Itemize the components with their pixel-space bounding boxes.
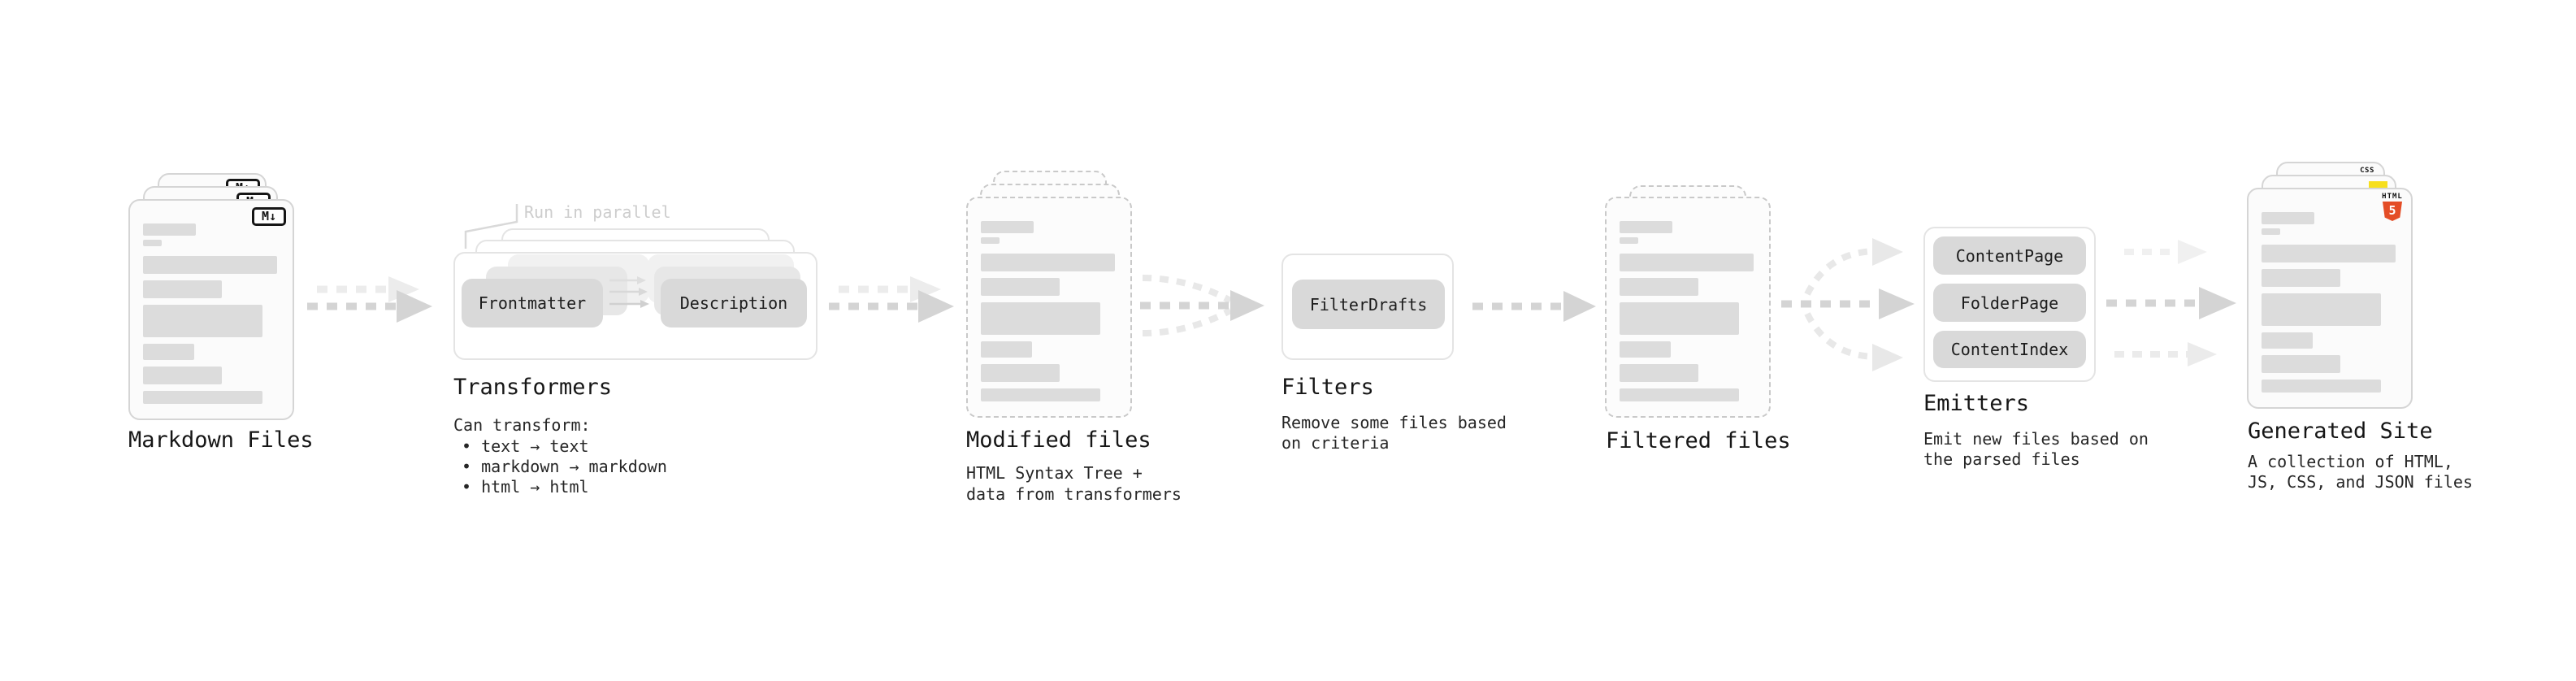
flow-arrow-modified-to-filters [1140, 275, 1264, 336]
stage-title-modified-files: Modified files [966, 427, 1151, 453]
text-line [2262, 380, 2381, 393]
text-line [1620, 302, 1739, 335]
flow-arrow-filtered-to-emitters [1781, 238, 1915, 371]
text-line [143, 391, 262, 404]
stage-title-filtered-files: Filtered files [1606, 428, 1791, 453]
text-line [981, 341, 1032, 358]
modified-files-desc: data from transformers [966, 484, 1182, 504]
emitter-box-folder-page: FolderPage [1933, 284, 2086, 322]
stage-title-filters: Filters [1281, 375, 1374, 400]
emitter-box-content-index: ContentIndex [1933, 331, 2086, 368]
modified-file-doc-front [966, 197, 1132, 418]
filters-desc: Remove some files based [1281, 413, 1507, 432]
transformer-input-box: Frontmatter [462, 279, 603, 327]
filters-desc: on criteria [1281, 433, 1390, 453]
text-line [2262, 332, 2313, 349]
text-line [981, 237, 1000, 244]
filter-box: FilterDrafts [1292, 280, 1445, 329]
text-line [2262, 355, 2340, 373]
text-line [2262, 245, 2396, 262]
text-line [143, 240, 162, 246]
doc-content-placeholder [2262, 212, 2398, 393]
transform-step-arrows [609, 276, 649, 308]
doc-content-placeholder [1620, 221, 1756, 401]
stage-title-emitters: Emitters [1923, 391, 2030, 416]
parallel-note-leader-line [464, 204, 518, 249]
text-line [143, 256, 277, 274]
transformers-desc-heading: Can transform: [453, 415, 591, 435]
text-line [1620, 388, 1739, 401]
transformer-output-box: Description [661, 279, 807, 327]
transformers-bullet: • text → text [462, 436, 589, 456]
markdown-file-doc-front: M↓ [128, 199, 294, 420]
flow-arrow-filters-to-filtered [1472, 291, 1596, 322]
html5-icon: HTML 5 [2380, 193, 2405, 221]
flow-arrow-markdown-to-transformers [307, 276, 432, 323]
text-line [981, 254, 1115, 271]
emitters-desc: the parsed files [1923, 449, 2080, 469]
text-line [981, 364, 1060, 382]
text-line [981, 221, 1034, 233]
text-line [2262, 269, 2340, 287]
text-line [143, 344, 194, 360]
emitters-desc: Emit new files based on [1923, 429, 2149, 449]
doc-content-placeholder [143, 223, 280, 404]
text-line [143, 280, 222, 298]
generated-doc-front: HTML 5 [2247, 188, 2413, 409]
text-line [1620, 237, 1638, 244]
filtered-file-doc-front [1605, 197, 1771, 418]
text-line [143, 367, 222, 384]
generated-site-desc: JS, CSS, and JSON files [2248, 472, 2473, 492]
generated-site-desc: A collection of HTML, [2248, 452, 2453, 471]
stage-title-generated-site: Generated Site [2248, 419, 2433, 444]
text-line [981, 278, 1060, 296]
modified-files-desc: HTML Syntax Tree + [966, 463, 1143, 483]
stage-title-transformers: Transformers [453, 375, 613, 400]
javascript-icon [2369, 181, 2387, 189]
text-line [1620, 341, 1671, 358]
text-line [981, 302, 1100, 335]
text-line [143, 305, 262, 337]
transformers-bullet: • html → html [462, 477, 589, 497]
text-line [1620, 278, 1698, 296]
emitter-box-content-page: ContentPage [1933, 236, 2086, 275]
flow-arrow-emitters-to-generated [2106, 240, 2236, 367]
flow-arrow-transformers-to-modified [829, 276, 954, 323]
markdown-icon: M↓ [252, 207, 286, 226]
text-line [1620, 221, 1672, 233]
text-line [1620, 254, 1754, 271]
parallel-note: Run in parallel [524, 202, 671, 222]
text-line [2262, 293, 2381, 326]
text-line [2262, 212, 2314, 224]
text-line [1620, 364, 1698, 382]
transformers-bullet: • markdown → markdown [462, 457, 667, 476]
text-line [143, 223, 196, 236]
text-line [2262, 228, 2280, 235]
stage-title-markdown-files: Markdown Files [128, 427, 314, 453]
text-line [981, 388, 1100, 401]
doc-content-placeholder [981, 221, 1117, 401]
